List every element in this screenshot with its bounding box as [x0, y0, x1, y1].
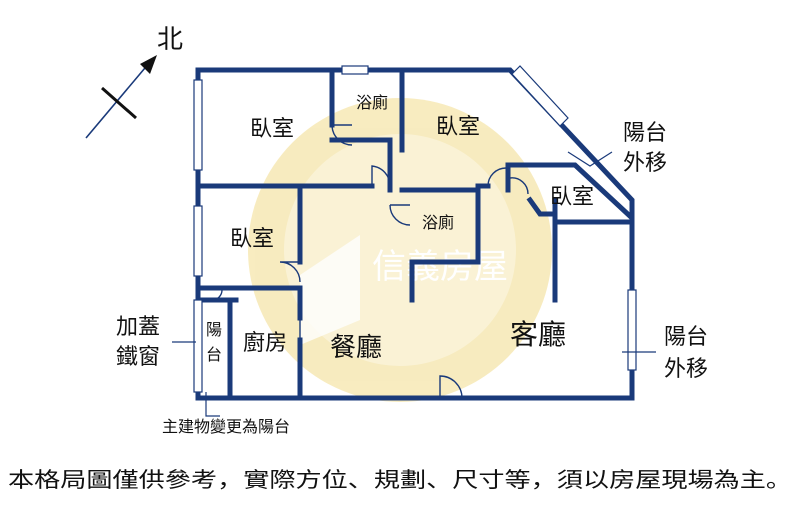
annotation-main-building-changed: 主建物變更為陽台: [162, 392, 290, 436]
north-label: 北: [157, 25, 183, 55]
north-arrow-icon: [140, 55, 157, 74]
compass: 北: [85, 25, 183, 139]
disclaimer-text: 本格局圖僅供參考，實際方位、規劃、尺寸等，須以房屋現場為主。: [8, 468, 792, 492]
annotation-iron-window-line2: 鐵窗: [116, 345, 160, 370]
room-label-bedroom-w: 臥室: [230, 227, 274, 252]
annotation-balcony-right-line2: 外移: [664, 357, 708, 382]
watermark-text: 信義房屋: [372, 247, 508, 287]
room-label-bedroom-ne: 臥室: [436, 115, 480, 140]
annotation-balcony-upper-line1: 陽台: [623, 121, 667, 146]
room-label-dining: 餐廳: [330, 333, 382, 363]
room-label-living: 客廳: [510, 318, 566, 351]
room-label-balcony-small-2: 台: [206, 345, 222, 364]
room-label-bathroom-center: 浴廁: [422, 213, 454, 232]
annotation-balcony-upper-line2: 外移: [623, 151, 667, 176]
doors: [211, 124, 529, 399]
annotation-iron-window: 加蓋 鐵窗: [116, 315, 196, 370]
annotation-iron-window-line1: 加蓋: [116, 315, 160, 340]
annotation-balcony-moved-right: 陽台 外移: [622, 325, 708, 382]
room-label-balcony-small-1: 陽: [206, 320, 222, 339]
annotation-balcony-moved-upper: 陽台 外移: [567, 121, 667, 176]
room-label-bedroom-small: 臥室: [550, 185, 594, 210]
room-label-bedroom-nw: 臥室: [250, 117, 294, 142]
annotation-balcony-right-line1: 陽台: [664, 325, 708, 350]
annotation-main-building-text: 主建物變更為陽台: [162, 417, 290, 436]
windows: [193, 65, 637, 393]
room-label-bathroom-top: 浴廁: [356, 93, 388, 112]
room-label-kitchen: 廚房: [243, 331, 287, 356]
